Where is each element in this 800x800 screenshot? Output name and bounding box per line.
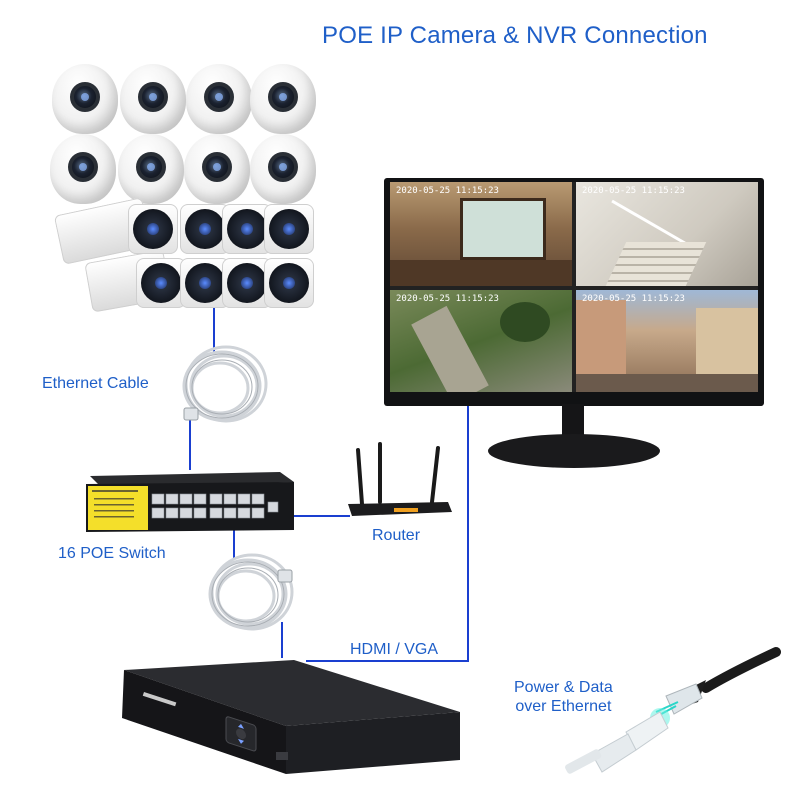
bullet-camera-icon [222,258,272,308]
cable-coil-icon [182,345,268,423]
poe-switch-icon [86,472,294,532]
feed-window [460,198,546,260]
camera-lens [202,152,232,182]
poe-switch-label: 16 POE Switch [58,545,166,562]
rj45-connector-icon [565,647,781,774]
camera-feed-4: 2020-05-25 11:15:23 [576,290,758,392]
power-data-label: Power & Data over Ethernet [514,678,613,716]
feed-railing [611,199,691,248]
camera-lens [268,152,298,182]
dome-camera-icon [250,134,316,204]
hdmi-vga-label: HDMI / VGA [350,641,439,658]
camera-feed-3: 2020-05-25 11:15:23 [390,290,572,392]
bullet-camera-icon [180,204,230,254]
feed-timestamp: 2020-05-25 11:15:23 [396,186,499,196]
wire-nvr-to-monitor [306,398,469,662]
router-label: Router [372,527,421,544]
nvr-recorder-icon [122,660,460,774]
diagram-title: POE IP Camera & NVR Connection [322,22,708,49]
camera-feed-2: 2020-05-25 11:15:23 [576,182,758,286]
bullet-camera-icon [128,204,178,254]
camera-lens [133,209,173,249]
power-data-line-1: Power & Data [514,679,613,696]
monitor-stand-neck [562,404,584,442]
camera-lens [68,152,98,182]
camera-feed-1: 2020-05-25 11:15:23 [390,182,572,286]
monitor-screen: 2020-05-25 11:15:23 2020-05-25 11:15:23 … [390,182,758,392]
camera-lens [141,263,181,303]
dome-camera-icon [184,134,250,204]
bullet-camera-icon [180,258,230,308]
cable-coil-icon [208,553,294,631]
bullet-camera-icon [264,258,314,308]
feed-timestamp: 2020-05-25 11:15:23 [396,294,499,304]
feed-timestamp: 2020-05-25 11:15:23 [582,186,685,196]
camera-lens [269,209,309,249]
camera-lens [136,152,166,182]
dome-camera-icon [120,64,186,134]
bullet-camera-icon [222,204,272,254]
dome-camera-icon [118,134,184,204]
camera-lens [269,263,309,303]
power-data-line-2: over Ethernet [515,698,612,716]
feed-floor [390,260,572,286]
feed-path [411,305,489,392]
camera-lens [204,82,234,112]
camera-lens [268,82,298,112]
dome-camera-icon [52,64,118,134]
monitor-icon: 2020-05-25 11:15:23 2020-05-25 11:15:23 … [384,178,764,406]
camera-lens [70,82,100,112]
dome-camera-icon [250,64,316,134]
router-icon [348,442,452,516]
bullet-camera-icon [136,258,186,308]
dome-camera-icon [50,134,116,204]
feed-tree [500,302,550,342]
ethernet-cable-label: Ethernet Cable [42,375,149,392]
camera-lens [185,263,225,303]
feed-stairs [605,242,707,286]
camera-lens [138,82,168,112]
feed-street [576,374,758,392]
feed-timestamp: 2020-05-25 11:15:23 [582,294,685,304]
dome-camera-icon [186,64,252,134]
camera-lens [185,209,225,249]
monitor-stand-base [488,434,660,468]
bullet-camera-icon [264,204,314,254]
camera-lens [227,209,267,249]
camera-lens [227,263,267,303]
